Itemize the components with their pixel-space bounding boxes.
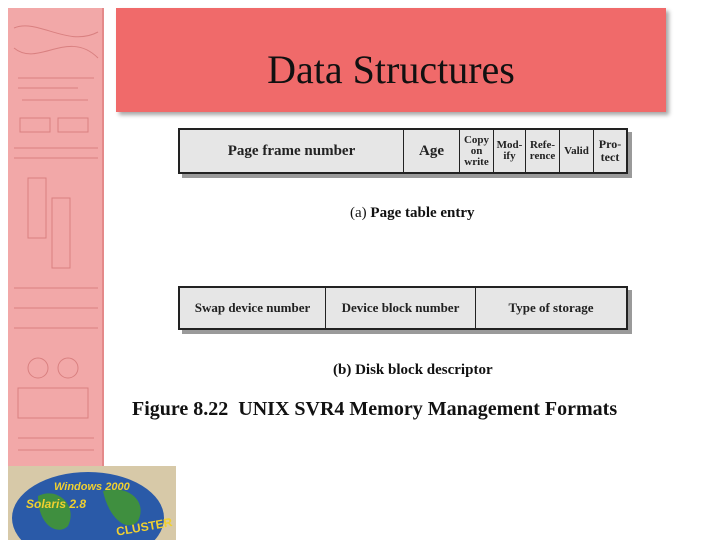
field-age: Age: [404, 130, 460, 172]
decorative-sidebar: [8, 8, 104, 466]
logo-text-mid: Solaris 2.8: [26, 497, 86, 511]
field-device-block-number-label: Device block number: [341, 300, 460, 315]
globe-logo-art: Windows 2000 Solaris 2.8 CLUSTER: [12, 472, 174, 540]
field-protect-label-1: Pro-: [598, 137, 622, 151]
field-age-label: Age: [419, 142, 444, 159]
field-copy-on-write-label-3: write: [464, 155, 489, 168]
field-modify: Mod- ify: [494, 130, 526, 172]
field-reference-label-2: rence: [529, 150, 556, 162]
page-table-entry-diagram: Page frame number Age Copy on write Mod-…: [178, 128, 628, 174]
caption-b-text: Disk block descriptor: [355, 362, 493, 378]
field-swap-device-number: Swap device number: [180, 288, 326, 328]
field-reference: Refe- rence: [526, 130, 560, 172]
title-banner: Data Structures: [116, 8, 666, 112]
caption-a-text: Page table entry: [370, 205, 475, 221]
field-modify-label-2: ify: [503, 150, 516, 162]
field-modify-label-1: Mod-: [496, 139, 523, 151]
caption-a-label: (a): [350, 205, 367, 221]
field-type-of-storage-label: Type of storage: [508, 300, 594, 315]
figure-title: UNIX SVR4 Memory Management Formats: [238, 398, 618, 420]
caption-b-label: (b): [333, 362, 352, 378]
field-protect-label-2: tect: [600, 150, 620, 164]
field-reference-label-1: Refe-: [529, 139, 556, 151]
field-valid: Valid: [560, 130, 594, 172]
caption-a: (a) Page table entry: [350, 205, 475, 222]
logo-text-top: Windows 2000: [54, 481, 131, 493]
field-page-frame-number: Page frame number: [180, 130, 404, 172]
field-swap-device-number-label: Swap device number: [194, 300, 311, 315]
field-copy-on-write-label-2: on: [470, 144, 483, 157]
sidebar-diagram-art: [13, 25, 99, 451]
field-type-of-storage: Type of storage: [476, 288, 626, 328]
disk-block-descriptor-diagram: Swap device number Device block number T…: [178, 286, 628, 330]
caption-b: (b) Disk block descriptor: [333, 362, 493, 379]
field-copy-on-write: Copy on write: [460, 130, 494, 172]
figure-caption: Figure 8.22 UNIX SVR4 Memory Management …: [132, 398, 617, 421]
field-valid-label: Valid: [564, 144, 589, 157]
slide-title: Data Structures: [267, 47, 515, 92]
field-device-block-number: Device block number: [326, 288, 476, 328]
field-page-frame-number-label: Page frame number: [227, 142, 356, 159]
figure-number: Figure 8.22: [132, 398, 229, 420]
field-copy-on-write-label-1: Copy: [463, 133, 490, 146]
cluster-logo: Windows 2000 Solaris 2.8 CLUSTER: [8, 466, 176, 540]
field-protect: Pro- tect: [594, 130, 626, 172]
